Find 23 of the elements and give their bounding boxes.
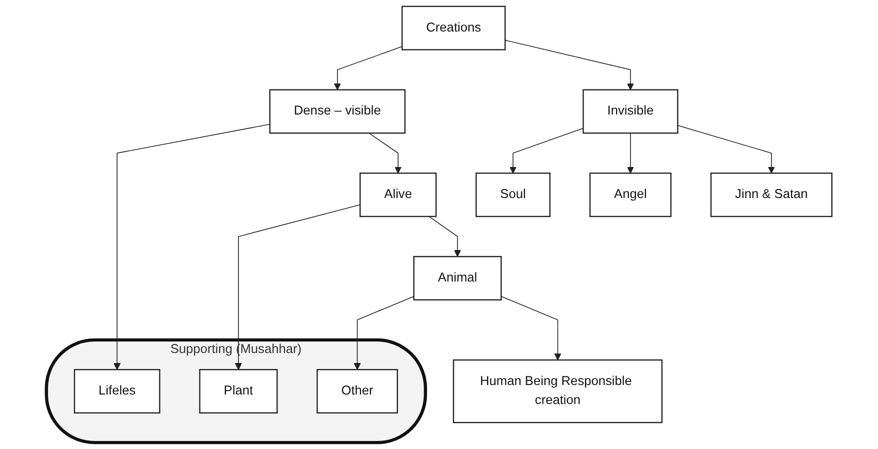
node-box: Animal bbox=[413, 256, 502, 300]
node-box: Angel bbox=[589, 172, 672, 218]
arrow bbox=[509, 128, 584, 174]
arrow bbox=[113, 124, 270, 370]
node-box: Alive bbox=[359, 172, 436, 218]
arrow bbox=[504, 40, 634, 90]
arrow bbox=[626, 132, 634, 174]
node-box: Plant bbox=[199, 369, 278, 414]
node-box: Invisible bbox=[582, 89, 678, 134]
node-box: Human Being Responsible creation bbox=[452, 359, 662, 424]
node-box: Dense – visible bbox=[269, 89, 406, 134]
node-box: Lifeles bbox=[74, 369, 160, 414]
arrow bbox=[428, 216, 461, 257]
node-box: Creations bbox=[401, 6, 506, 50]
node-box: Soul bbox=[475, 172, 550, 218]
arrow bbox=[334, 46, 402, 90]
arrow bbox=[234, 204, 360, 370]
arrow bbox=[354, 296, 414, 370]
arrow bbox=[368, 132, 402, 174]
node-box: Jinn & Satan bbox=[710, 172, 832, 218]
arrow bbox=[500, 296, 562, 360]
node-box: Other bbox=[316, 369, 398, 414]
arrow bbox=[677, 125, 775, 174]
